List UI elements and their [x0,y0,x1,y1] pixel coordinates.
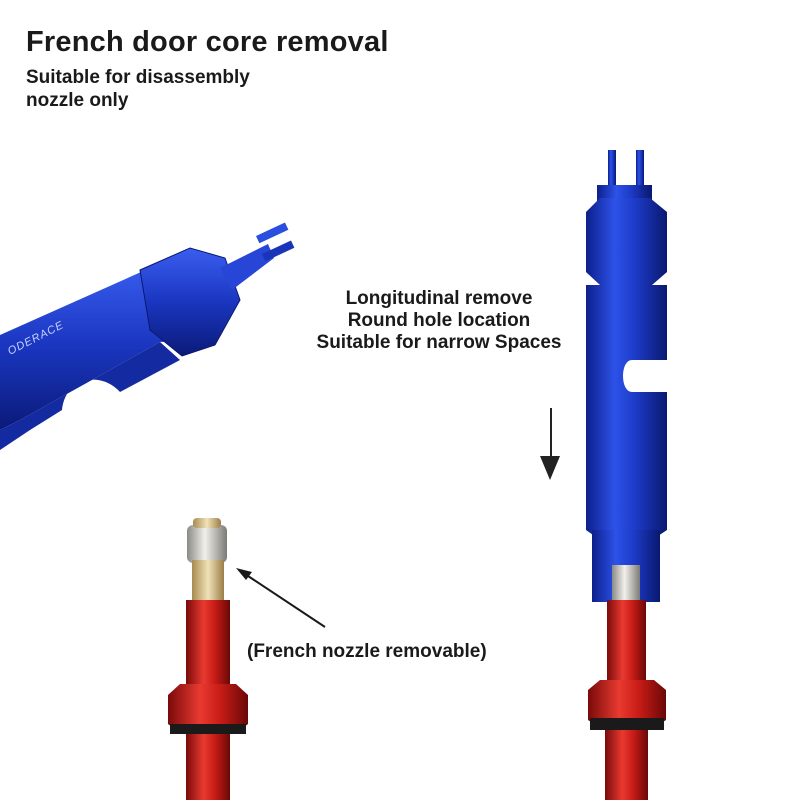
subtitle-line-2: nozzle only [26,90,129,111]
subtitle: Suitable for disassembly nozzle only [26,66,346,112]
feature-narrow-spaces: Suitable for narrow Spaces [316,332,562,353]
feature-longitudinal-remove: Longitudinal remove [345,288,533,309]
angled-tool-image: ODERACE [0,222,295,450]
valve-image [168,518,326,800]
feature-round-hole-location: Round hole location [347,310,531,331]
page-title: French door core removal [26,26,389,58]
valve-callout: (French nozzle removable) [247,641,487,662]
subtitle-line-1: Suitable for disassembly [26,67,250,88]
vertical-tool-image [540,150,667,800]
feature-list: Longitudinal remove Round hole location … [300,288,578,354]
